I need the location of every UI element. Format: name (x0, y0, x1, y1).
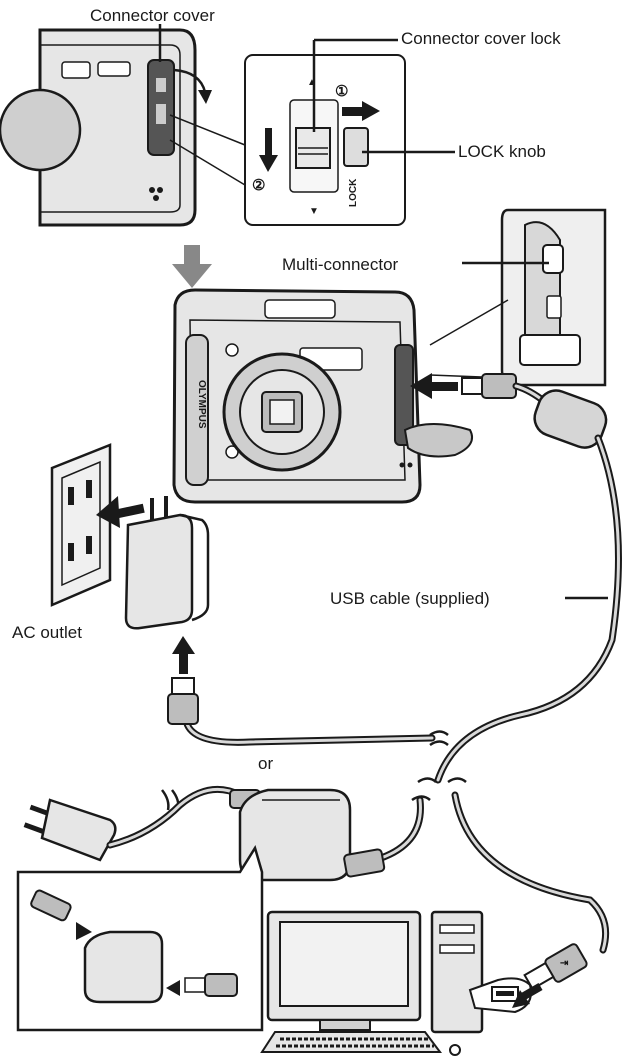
usb-ac-adapter (124, 496, 210, 630)
computer-keyboard (260, 1031, 442, 1053)
camera-front: OLYMPUS (172, 288, 474, 504)
multi-connector-inset (500, 208, 607, 387)
open-cover-arrow-icon (198, 90, 212, 104)
label-multi-connector: Multi-connector (282, 255, 399, 274)
arrow-down-gray-icon (172, 245, 212, 288)
connector-cover (147, 59, 212, 156)
arrow-down-left-icon (512, 983, 543, 1008)
svg-text:▲: ▲ (307, 77, 317, 88)
mouse (449, 1044, 461, 1056)
label-usb-cable: USB cable (supplied) (330, 589, 490, 608)
usb-cable (182, 434, 622, 954)
lock-inset: ▲ ▼ LOCK (244, 54, 406, 226)
adapter-inset (16, 844, 264, 1032)
label-lock-knob: LOCK knob (458, 142, 546, 161)
step-2-marker: ② (252, 177, 265, 194)
label-connector-cover: Connector cover (90, 6, 215, 25)
svg-text:LOCK: LOCK (348, 178, 359, 207)
usb-plug-computer: ⇥ (523, 943, 588, 991)
arrow-left-outlet-icon (96, 496, 145, 528)
arrow-up-icon (172, 636, 195, 674)
arrow-right-icon (342, 101, 380, 121)
multi-connector-port (542, 244, 564, 274)
computer-monitor (266, 910, 422, 1031)
usb-symbol-icon: ⇥ (560, 958, 569, 969)
ac-outlet (50, 443, 112, 607)
lock-knob (343, 127, 369, 167)
label-ac-outlet: AC outlet (12, 623, 82, 642)
usb-a-plug (167, 677, 199, 725)
svg-text:OLYMPUS: OLYMPUS (196, 380, 207, 429)
svg-text:▼: ▼ (309, 206, 319, 217)
ac-plug-with-cord (23, 785, 261, 862)
label-connector-cover-lock: Connector cover lock (401, 29, 561, 48)
step-1-marker: ① (335, 83, 348, 100)
mini-usb-plug (461, 373, 608, 449)
label-or: or (258, 754, 273, 773)
arrow-left-icon (410, 373, 458, 399)
computer-tower (430, 910, 484, 1056)
ac-adapter-box (238, 788, 386, 882)
arrow-down-icon (259, 128, 278, 172)
ferrite-core (533, 389, 608, 449)
